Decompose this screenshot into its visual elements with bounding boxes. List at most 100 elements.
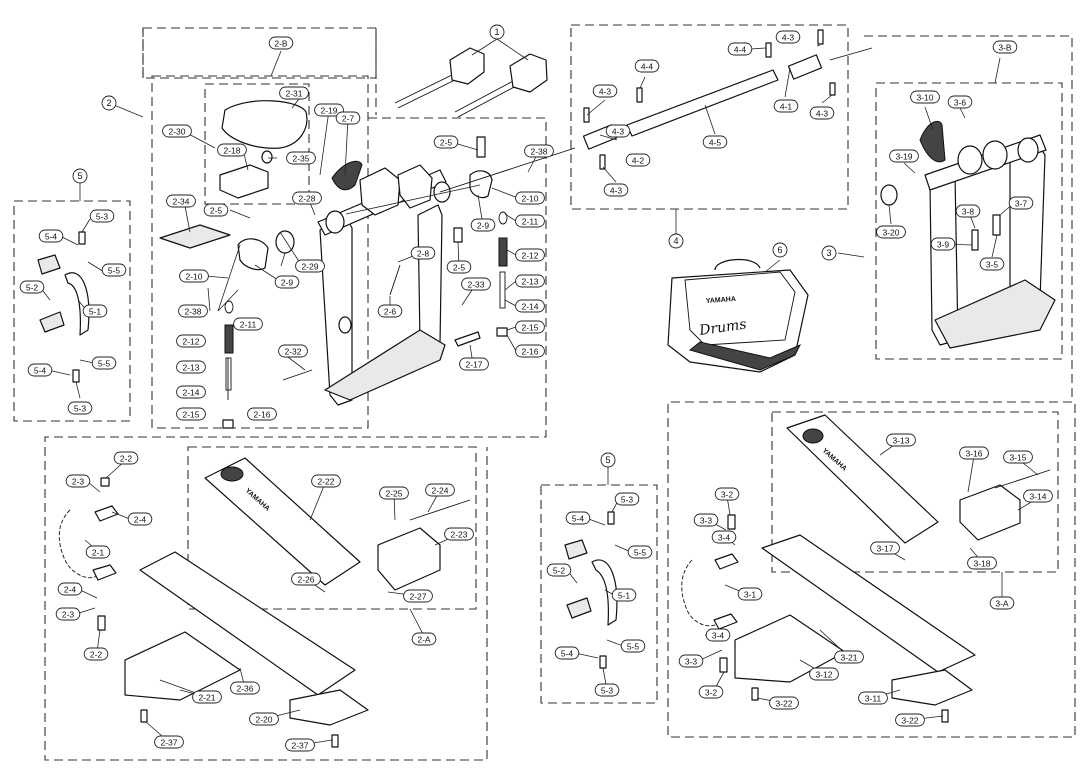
assembly-label: 2-A xyxy=(411,632,437,646)
group-labels: 1 2 3 4 5 5 6 xyxy=(72,24,837,468)
box-3-a xyxy=(771,411,1059,573)
part-number-label: 4-5 xyxy=(702,135,728,149)
svg-text:3-11: 3-11 xyxy=(865,694,882,704)
part-number-label: 2-4 xyxy=(57,582,83,596)
heel-left-shaft xyxy=(409,499,471,521)
svg-text:2-4: 2-4 xyxy=(134,515,147,525)
part-number-label: 2-2 xyxy=(83,647,109,661)
svg-text:4-3: 4-3 xyxy=(782,33,795,43)
part-number-label: 2-38 xyxy=(178,304,208,318)
part-number-label: 2-15 xyxy=(176,407,206,421)
part-number-label: 2-13 xyxy=(176,360,206,374)
part-number-label: 4-2 xyxy=(625,153,651,167)
svg-text:5-5: 5-5 xyxy=(108,266,121,276)
svg-text:5: 5 xyxy=(77,171,82,181)
svg-text:4-1: 4-1 xyxy=(780,102,793,112)
svg-text:2-9: 2-9 xyxy=(281,278,294,288)
part-number-label: 2-1 xyxy=(85,545,111,559)
part-number-label: 5-3 xyxy=(614,492,640,506)
part-number-label: 3-2 xyxy=(698,685,724,699)
svg-text:3-9: 3-9 xyxy=(937,240,950,250)
part-number-label: 2-34 xyxy=(166,194,196,208)
part-number-label: 3-5 xyxy=(979,257,1005,271)
cover-part xyxy=(221,100,308,149)
part-number-label: 3-3 xyxy=(693,513,719,527)
group-label-5-right: 5 xyxy=(600,452,616,468)
drive-shaft-part xyxy=(439,29,873,193)
box-2-b-header xyxy=(142,27,377,79)
parts-illustration: YAMAHA Drums xyxy=(37,29,1056,748)
part-number-label: 3-2 xyxy=(714,487,740,501)
part-number-label: 2-38 xyxy=(524,144,554,158)
assembly-label: 3-A xyxy=(989,596,1015,610)
svg-text:3-20: 3-20 xyxy=(882,228,899,238)
part-number-label: 3-13 xyxy=(886,433,916,447)
svg-text:2-5: 2-5 xyxy=(210,206,223,216)
part-labels: 2-B2-312-302-182-352-192-72-342-52-282-1… xyxy=(19,30,1053,752)
svg-text:3-19: 3-19 xyxy=(895,152,912,162)
svg-text:2-20: 2-20 xyxy=(255,715,272,725)
svg-text:2-38: 2-38 xyxy=(530,147,547,157)
svg-text:3-21: 3-21 xyxy=(840,653,857,663)
svg-text:3-A: 3-A xyxy=(995,599,1009,609)
part-number-label: 3-19 xyxy=(889,149,919,163)
svg-text:2-B: 2-B xyxy=(274,39,288,49)
svg-text:5-4: 5-4 xyxy=(34,366,47,376)
box-4 xyxy=(570,24,849,210)
part-number-label: 2-20 xyxy=(249,712,279,726)
part-number-label: 2-33 xyxy=(461,277,491,291)
part-number-label: 3-7 xyxy=(1008,196,1034,210)
part-number-label: 2-37 xyxy=(285,738,315,752)
part-number-label: 2-14 xyxy=(176,385,206,399)
part-number-label: 5-3 xyxy=(89,209,115,223)
svg-text:3-16: 3-16 xyxy=(965,449,982,459)
part-number-label: 3-15 xyxy=(1003,450,1033,464)
svg-text:2-19: 2-19 xyxy=(320,106,337,116)
group-label-5-left: 5 xyxy=(72,168,88,184)
part-number-label: 2-11 xyxy=(515,214,545,228)
svg-text:5-2: 5-2 xyxy=(553,566,566,576)
part-number-label: 2-5 xyxy=(203,203,229,217)
svg-text:2-21: 2-21 xyxy=(198,693,215,703)
svg-text:3-B: 3-B xyxy=(998,43,1012,53)
svg-text:5: 5 xyxy=(605,455,610,465)
baseplate-left-part xyxy=(124,551,369,748)
svg-text:5-5: 5-5 xyxy=(627,642,640,652)
svg-text:2-7: 2-7 xyxy=(342,114,355,124)
svg-text:4-4: 4-4 xyxy=(734,45,747,55)
svg-text:2-25: 2-25 xyxy=(385,489,402,499)
part-number-label: 5-1 xyxy=(82,304,108,318)
svg-text:2-3: 2-3 xyxy=(62,610,75,620)
svg-text:3-3: 3-3 xyxy=(700,516,713,526)
part-number-label: 4-3 xyxy=(592,84,618,98)
part-number-label: 5-3 xyxy=(67,401,93,415)
svg-text:1: 1 xyxy=(494,27,499,37)
part-number-label: 3-12 xyxy=(809,667,839,681)
right-frame-part xyxy=(880,120,1056,349)
handle-2-17 xyxy=(454,331,481,347)
part-number-label: 2-10 xyxy=(515,191,545,205)
svg-text:2-28: 2-28 xyxy=(298,194,315,204)
svg-text:5-4: 5-4 xyxy=(45,232,58,242)
clamp-screw xyxy=(261,150,273,164)
svg-text:2-30: 2-30 xyxy=(168,127,185,137)
svg-text:3-6: 3-6 xyxy=(954,98,967,108)
svg-text:3-4: 3-4 xyxy=(712,631,725,641)
svg-text:2: 2 xyxy=(106,98,111,108)
part-number-label: 3-4 xyxy=(705,628,731,642)
svg-text:2-26: 2-26 xyxy=(297,575,314,585)
svg-text:5-4: 5-4 xyxy=(561,649,574,659)
bolt-2-6 xyxy=(389,264,401,296)
svg-text:5-5: 5-5 xyxy=(98,359,111,369)
part-number-label: 3-11 xyxy=(858,691,888,705)
part-number-label: 5-5 xyxy=(627,545,653,559)
part-number-label: 2-19 xyxy=(314,103,344,117)
part-number-label: 3-17 xyxy=(870,541,900,555)
part-number-label: 2-17 xyxy=(459,357,489,371)
svg-text:4-2: 4-2 xyxy=(632,156,645,166)
part-number-label: 5-5 xyxy=(101,263,127,277)
part-number-label: 3-14 xyxy=(1023,489,1053,503)
svg-text:2-15: 2-15 xyxy=(521,323,538,333)
svg-text:3-5: 3-5 xyxy=(986,260,999,270)
part-number-label: 3-9 xyxy=(930,237,956,251)
